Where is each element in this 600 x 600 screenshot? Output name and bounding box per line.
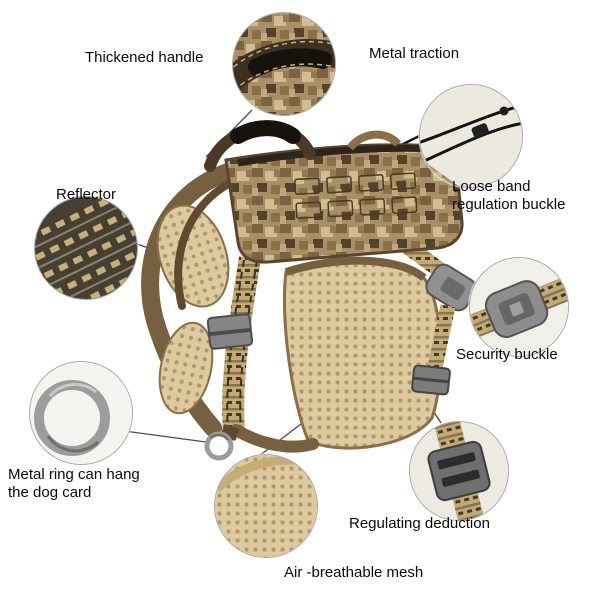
buckle-closeup (470, 258, 568, 356)
label-metal-ring: Metal ring can hang the dog card (8, 466, 140, 501)
label-reflector: Reflector (56, 186, 117, 203)
label-metal-traction: Metal traction (369, 45, 460, 62)
callout-reflector (34, 196, 138, 300)
traction-closeup (420, 85, 522, 187)
adjuster-buckle (411, 364, 451, 396)
callout-regulating-deduction (409, 421, 509, 521)
callout-metal-ring (29, 361, 133, 465)
deduction-closeup (410, 422, 508, 520)
callout-metal-traction (419, 84, 523, 188)
handle-closeup (233, 13, 335, 115)
harness-illustration (141, 107, 488, 461)
molle-webbing (294, 172, 418, 219)
label-loose-band-buckle: Loose band regulation buckle (452, 178, 566, 213)
slider-buckle (206, 313, 254, 350)
mesh-closeup (215, 455, 317, 557)
handle-grip (230, 120, 301, 144)
callout-air-mesh (214, 454, 318, 558)
ring-closeup (30, 362, 132, 464)
reflector-closeup (35, 197, 137, 299)
label-security-buckle: Security buckle (456, 346, 558, 363)
label-regulating-deduction: Regulating deduction (349, 515, 490, 532)
label-air-breathable-mesh: Air -breathable mesh (284, 564, 424, 581)
label-thickened-handle: Thickened handle (85, 49, 204, 66)
callout-thickened-handle (232, 12, 336, 116)
callout-security-buckle (469, 257, 569, 357)
